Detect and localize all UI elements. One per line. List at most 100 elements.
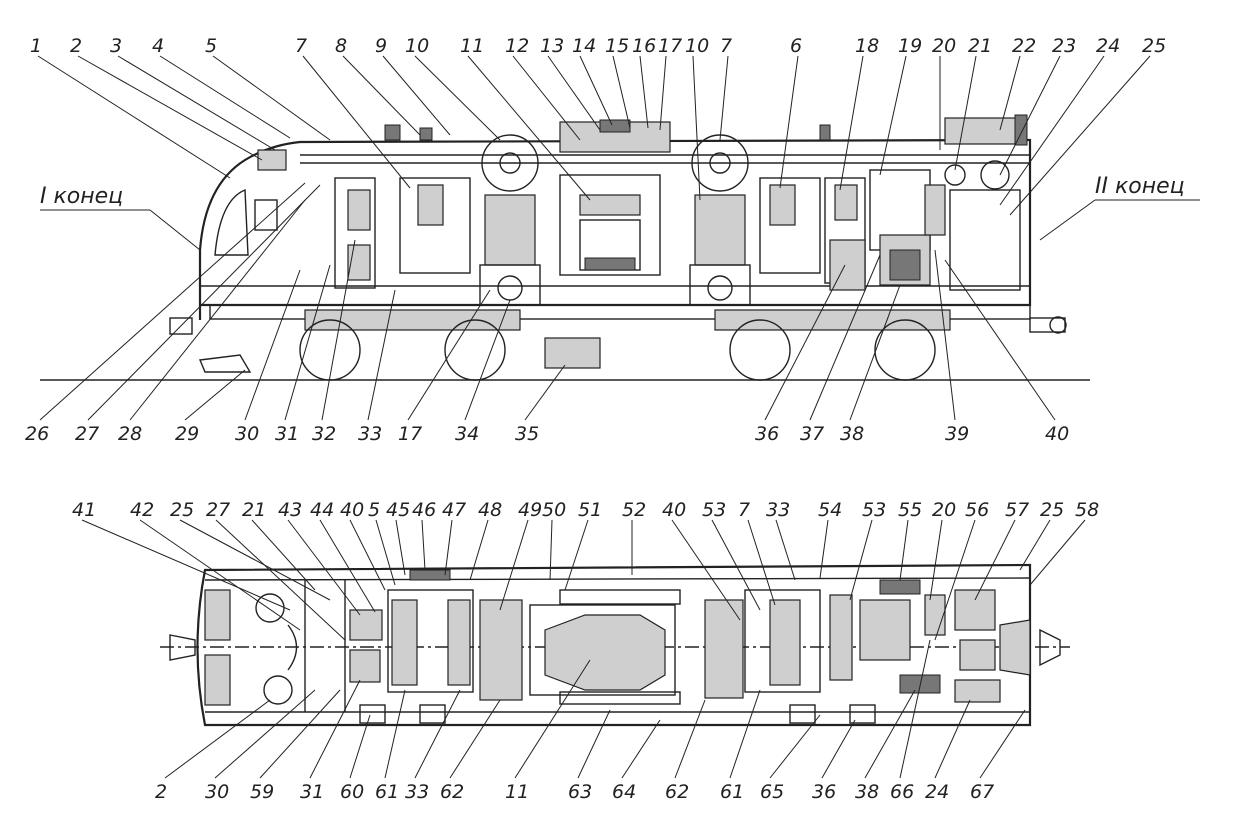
callout-label: 14 — [572, 35, 596, 57]
callout-label: 27 — [206, 499, 230, 521]
callout-label: 26 — [25, 423, 49, 445]
callout-label: 19 — [898, 35, 922, 57]
callout-label: 7 — [295, 35, 307, 57]
callout-label: 30 — [235, 423, 259, 445]
plan-top-labels: 41 42 25 27 21 43 44 40 5 45 46 47 48 49… — [72, 499, 1099, 521]
first-end-label: I конец — [40, 184, 123, 209]
callout-label: 66 — [890, 781, 914, 803]
callout-label: 47 — [442, 499, 466, 521]
callout-label: 25 — [1040, 499, 1064, 521]
callout-label: 11 — [460, 35, 484, 57]
callout-label: 9 — [375, 35, 387, 57]
callout-label: 55 — [898, 499, 922, 521]
callout-label: 2 — [155, 781, 167, 803]
car-body-outline — [198, 138, 1032, 320]
callout-label: 38 — [855, 781, 879, 803]
callout-label: 40 — [1045, 423, 1069, 445]
callout-label: 1 — [30, 35, 42, 57]
callout-label: 56 — [965, 499, 989, 521]
callout-label: 16 — [632, 35, 656, 57]
callout-label: 62 — [440, 781, 464, 803]
callout-label: 34 — [455, 423, 479, 445]
callout-label: 35 — [515, 423, 539, 445]
callout-label: 3 — [110, 35, 122, 57]
callout-label: 42 — [130, 499, 154, 521]
callout-label: 21 — [242, 499, 266, 521]
callout-label: 45 — [386, 499, 410, 521]
callout-label: 48 — [478, 499, 502, 521]
callout-label: 8 — [335, 35, 347, 57]
callout-label: 67 — [970, 781, 994, 803]
callout-label: 17 — [398, 423, 422, 445]
callout-label: 20 — [932, 35, 956, 57]
side-bottom-leaders — [39, 182, 1056, 421]
callout-label: 51 — [578, 499, 602, 521]
callout-label: 11 — [505, 781, 529, 803]
cab-window — [214, 188, 249, 256]
callout-label: 17 — [658, 35, 682, 57]
callout-label: 36 — [755, 423, 779, 445]
side-top-labels: 1 2 3 4 5 7 8 9 10 11 12 13 14 15 16 17 … — [30, 35, 1166, 57]
callout-label: 43 — [278, 499, 302, 521]
callout-label: 39 — [945, 423, 969, 445]
callout-label: 60 — [340, 781, 364, 803]
callout-label: 12 — [505, 35, 529, 57]
callout-label: 33 — [766, 499, 790, 521]
callout-label: 24 — [925, 781, 949, 803]
callout-label: 52 — [622, 499, 646, 521]
callout-label: 46 — [412, 499, 436, 521]
callout-label: 65 — [760, 781, 784, 803]
plan-bottom-leaders — [164, 639, 1026, 779]
callout-label: 28 — [118, 423, 142, 445]
wheel — [444, 319, 506, 381]
callout-label: 31 — [300, 781, 324, 803]
callout-label: 33 — [405, 781, 429, 803]
callout-label: 6 — [790, 35, 802, 57]
wheel — [299, 319, 361, 381]
callout-label: 29 — [175, 423, 199, 445]
callout-label: 18 — [855, 35, 879, 57]
callout-label: 7 — [738, 499, 750, 521]
callout-label: 22 — [1012, 35, 1036, 57]
callout-label: 37 — [800, 423, 824, 445]
callout-label: 58 — [1075, 499, 1099, 521]
side-top-leaders — [37, 55, 1151, 216]
end-labels: I конец II конец — [40, 174, 1200, 251]
second-end-label: II конец — [1095, 174, 1185, 199]
callout-label: 31 — [275, 423, 299, 445]
callout-label: 62 — [665, 781, 689, 803]
callout-label: 53 — [702, 499, 726, 521]
plan-top-leaders — [81, 519, 1086, 641]
callout-label: 54 — [818, 499, 842, 521]
callout-label: 33 — [358, 423, 382, 445]
callout-label: 38 — [840, 423, 864, 445]
callout-label: 2 — [70, 35, 82, 57]
callout-label: 53 — [862, 499, 886, 521]
callout-label: 5 — [368, 499, 380, 521]
callout-label: 23 — [1052, 35, 1076, 57]
callout-label: 41 — [72, 499, 96, 521]
callout-label: 27 — [75, 423, 99, 445]
callout-label: 30 — [205, 781, 229, 803]
callout-label: 10 — [405, 35, 429, 57]
callout-label: 25 — [1142, 35, 1166, 57]
callout-label: 61 — [720, 781, 744, 803]
callout-label: 25 — [170, 499, 194, 521]
callout-label: 59 — [250, 781, 274, 803]
callout-label: 5 — [205, 35, 217, 57]
callout-label: 15 — [605, 35, 629, 57]
plan-view — [160, 563, 1070, 727]
callout-label: 21 — [968, 35, 992, 57]
callout-label: 24 — [1096, 35, 1120, 57]
callout-label: 63 — [568, 781, 592, 803]
callout-label: 7 — [720, 35, 732, 57]
callout-label: 61 — [375, 781, 399, 803]
plan-body-outline — [196, 563, 1032, 727]
wheel — [729, 319, 791, 381]
side-view — [40, 114, 1090, 381]
callout-label: 49 — [518, 499, 542, 521]
callout-label: 40 — [662, 499, 686, 521]
callout-label: 36 — [812, 781, 836, 803]
callout-label: 50 — [542, 499, 566, 521]
